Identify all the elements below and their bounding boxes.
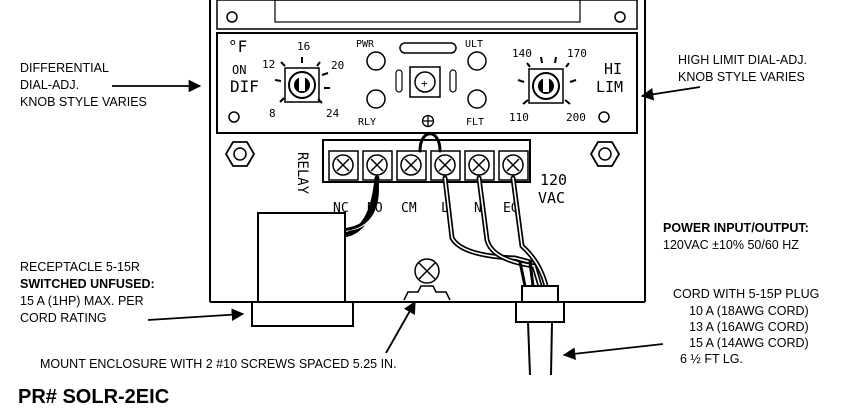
svg-text:DIFFERENTIAL: DIFFERENTIAL xyxy=(20,61,109,75)
svg-text:POWER INPUT/OUTPUT:: POWER INPUT/OUTPUT: xyxy=(663,221,809,235)
screw-hole-icon xyxy=(228,111,240,123)
svg-text:RECEPTACLE 5-15R: RECEPTACLE 5-15R xyxy=(20,260,140,274)
svg-text:CORD WITH 5-15P PLUG: CORD WITH 5-15P PLUG xyxy=(673,287,819,301)
flt-label: FLT xyxy=(466,117,484,128)
high-limit-dial[interactable] xyxy=(517,56,577,105)
high-limit-callout: HIGH LIMIT DIAL-ADJ. KNOB STYLE VARIES xyxy=(640,53,807,101)
rly-label: RLY xyxy=(358,117,376,128)
terminal-label-n: N xyxy=(474,201,482,216)
svg-text:6 ½ FT LG.: 6 ½ FT LG. xyxy=(680,352,743,366)
voltage-120: 120 xyxy=(540,171,567,189)
control-panel: °F ON DIF 12 16 20 24 8 PWR RLY xyxy=(216,32,638,134)
rly-led xyxy=(366,89,386,109)
ult-led xyxy=(467,51,487,71)
dif-tick-8: 8 xyxy=(269,107,276,120)
differential-callout: DIFFERENTIAL DIAL-ADJ. KNOB STYLE VARIES xyxy=(20,61,202,109)
screw-hole-icon xyxy=(598,111,610,123)
hex-screw-icon xyxy=(224,141,256,167)
receptacle xyxy=(251,212,354,327)
dif-label: DIF xyxy=(230,77,259,96)
terminal-label-cm: CM xyxy=(401,201,417,216)
cord-callout: CORD WITH 5-15P PLUG 10 A (18AWG CORD) 1… xyxy=(562,287,819,366)
screw-hole-icon xyxy=(614,11,626,23)
wiring xyxy=(338,132,549,289)
dif-on-label: ON xyxy=(232,63,246,77)
dif-tick-24: 24 xyxy=(326,107,340,120)
screw-hole-icon xyxy=(226,11,238,23)
svg-text:SWITCHED UNFUSED:: SWITCHED UNFUSED: xyxy=(20,277,155,291)
hi-tick-110: 110 xyxy=(509,111,529,124)
terminal-block xyxy=(322,139,531,183)
dif-tick-12: 12 xyxy=(262,58,275,71)
ground-symbol-icon xyxy=(421,114,435,128)
svg-text:15 A (1HP) MAX. PER: 15 A (1HP) MAX. PER xyxy=(20,294,144,308)
mount-screw-icon xyxy=(403,258,451,301)
power-cord xyxy=(515,285,565,376)
svg-text:120VAC ±10% 50/60 HZ: 120VAC ±10% 50/60 HZ xyxy=(663,238,799,252)
dif-tick-16: 16 xyxy=(297,40,310,53)
receptacle-callout: RECEPTACLE 5-15R SWITCHED UNFUSED: 15 A … xyxy=(20,260,245,325)
mount-callout: MOUNT ENCLOSURE WITH 2 #10 SCREWS SPACED… xyxy=(40,300,416,371)
display-slot xyxy=(399,42,457,54)
differential-dial[interactable] xyxy=(274,57,330,104)
svg-text:MOUNT ENCLOSURE WITH 2 #10 SCR: MOUNT ENCLOSURE WITH 2 #10 SCREWS SPACED… xyxy=(40,357,397,371)
lim-label: LIM xyxy=(596,78,623,96)
svg-text:+: + xyxy=(421,77,428,90)
svg-text:CORD RATING: CORD RATING xyxy=(20,311,107,325)
svg-text:15 A (14AWG CORD): 15 A (14AWG CORD) xyxy=(689,336,809,350)
svg-text:DIAL-ADJ.: DIAL-ADJ. xyxy=(20,78,79,92)
pwr-label: PWR xyxy=(356,39,375,50)
svg-text:KNOB STYLE VARIES: KNOB STYLE VARIES xyxy=(678,70,805,84)
hex-screw-icon xyxy=(589,141,621,167)
hi-tick-200: 200 xyxy=(566,111,586,124)
voltage-vac: VAC xyxy=(538,189,565,207)
hi-tick-170: 170 xyxy=(567,47,587,60)
hi-tick-140: 140 xyxy=(512,47,532,60)
svg-text:HIGH LIMIT DIAL-ADJ.: HIGH LIMIT DIAL-ADJ. xyxy=(678,53,807,67)
pwr-led xyxy=(366,51,386,71)
ult-label: ULT xyxy=(465,39,483,50)
terminal-label-l: L xyxy=(441,201,449,216)
part-number: PR# SOLR-2EIC xyxy=(18,386,169,408)
temp-unit: °F xyxy=(228,37,247,56)
relay-label: RELAY xyxy=(294,152,310,195)
dif-tick-20: 20 xyxy=(331,59,344,72)
svg-text:10 A (18AWG CORD): 10 A (18AWG CORD) xyxy=(689,304,809,318)
hi-label: HI xyxy=(604,60,622,78)
svg-text:KNOB STYLE VARIES: KNOB STYLE VARIES xyxy=(20,95,147,109)
flt-led xyxy=(467,89,487,109)
svg-text:13 A (16AWG CORD): 13 A (16AWG CORD) xyxy=(689,320,809,334)
power-callout: POWER INPUT/OUTPUT: 120VAC ±10% 50/60 HZ xyxy=(663,221,809,252)
